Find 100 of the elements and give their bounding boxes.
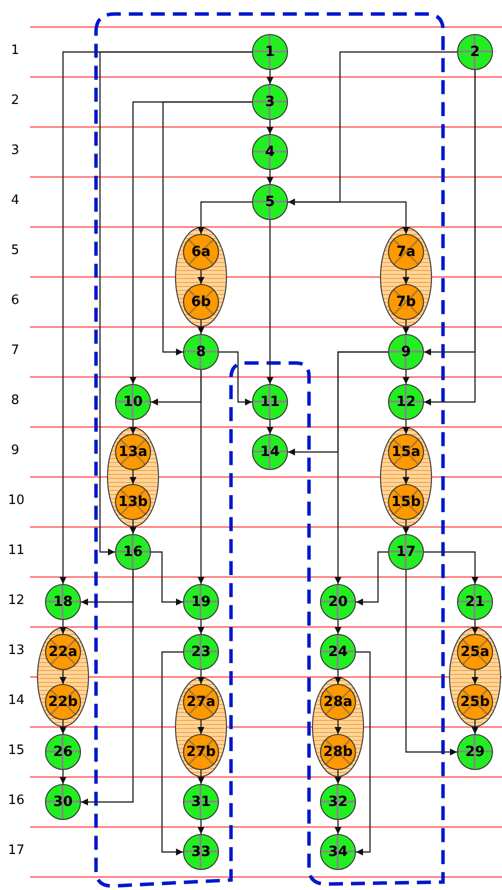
arrow — [266, 70, 274, 84]
subtask-circle: 13b — [115, 484, 151, 520]
arrow — [402, 420, 410, 434]
process-circle: 20 — [320, 584, 356, 620]
process-circle: 19 — [183, 584, 219, 620]
row-number: 12 — [8, 593, 25, 608]
arrow — [356, 651, 371, 856]
process-circle: 24 — [320, 634, 356, 670]
row-number: 15 — [8, 743, 25, 758]
subtask-circle: 27a — [183, 684, 219, 720]
arrow — [266, 220, 274, 384]
arrow — [472, 670, 478, 684]
arrow — [198, 620, 204, 634]
arrow — [161, 651, 183, 856]
process-circle: 32 — [320, 784, 356, 820]
row-number: 4 — [11, 193, 20, 208]
process-circle: 26 — [45, 734, 81, 770]
arrow — [334, 720, 342, 734]
arrow — [198, 670, 204, 684]
group-ellipse — [449, 627, 501, 727]
arrow — [402, 470, 410, 484]
arrow — [472, 720, 478, 734]
row-number: 1 — [11, 43, 20, 58]
subtask-circle: 6a — [183, 234, 219, 270]
row-number: 6 — [11, 293, 20, 308]
subtask-circle: 22a — [45, 634, 81, 670]
process-circle: 33 — [183, 834, 219, 870]
arrow — [219, 351, 252, 406]
arrow — [60, 620, 66, 634]
process-circle: 31 — [183, 784, 219, 820]
arrow — [81, 570, 134, 806]
group-ellipse — [380, 427, 432, 527]
process-circle: 10 — [115, 384, 151, 420]
process-circle: 18 — [45, 584, 81, 620]
arrow — [266, 420, 274, 434]
group-ellipse — [107, 427, 159, 527]
arrow — [402, 370, 410, 384]
subtask-circle: 22b — [45, 684, 81, 720]
arrow — [198, 320, 204, 334]
process-circle: 4 — [252, 134, 288, 170]
arrow — [402, 270, 410, 284]
arrow — [334, 820, 342, 834]
subtask-circle: 27b — [183, 734, 219, 770]
arrow — [99, 51, 252, 556]
group-ellipse — [175, 227, 227, 327]
row-number: 16 — [8, 793, 25, 808]
group-ellipse — [312, 677, 364, 777]
arrow — [266, 170, 274, 184]
row-number: 8 — [11, 393, 20, 408]
process-circle: 3 — [252, 84, 288, 120]
process-circle: 14 — [252, 434, 288, 470]
process-circle: 23 — [183, 634, 219, 670]
process-circle: 16 — [115, 534, 151, 570]
arrow — [198, 270, 204, 284]
arrow — [60, 670, 66, 684]
arrow — [288, 51, 457, 206]
row-number: 9 — [11, 443, 20, 458]
arrow — [402, 520, 410, 534]
arrow — [130, 520, 136, 534]
row-number: 17 — [8, 843, 25, 858]
arrow — [198, 370, 204, 584]
arrow — [356, 551, 388, 606]
row-number: 10 — [8, 493, 25, 508]
arrow — [198, 820, 204, 834]
subtask-circle: 28a — [320, 684, 356, 720]
process-circle: 21 — [457, 584, 493, 620]
row-number: 14 — [8, 693, 25, 708]
subtask-circle: 25a — [457, 634, 493, 670]
arrow — [402, 320, 410, 334]
arrow — [60, 720, 66, 734]
process-circle: 8 — [183, 334, 219, 370]
process-circle: 9 — [388, 334, 424, 370]
arrow — [198, 201, 252, 234]
arrow — [198, 770, 204, 784]
arrow — [334, 351, 388, 584]
row-number: 5 — [11, 243, 20, 258]
process-circle: 2 — [457, 34, 493, 70]
process-circle: 5 — [252, 184, 288, 220]
subtask-circle: 28b — [320, 734, 356, 770]
process-circle: 29 — [457, 734, 493, 770]
group-ellipse — [380, 227, 432, 327]
subtask-circle: 15a — [388, 434, 424, 470]
arrow — [151, 551, 183, 606]
arrow — [334, 620, 342, 634]
process-circle: 30 — [45, 784, 81, 820]
group-ellipse — [37, 627, 89, 727]
row-number: 2 — [11, 93, 20, 108]
row-number: 13 — [8, 643, 25, 658]
group-ellipse — [175, 677, 227, 777]
subtask-circle: 7b — [388, 284, 424, 320]
arrow — [472, 620, 478, 634]
subtask-circle: 6b — [183, 284, 219, 320]
process-circle: 11 — [252, 384, 288, 420]
arrow — [198, 720, 204, 734]
process-circle: 34 — [320, 834, 356, 870]
row-number: 7 — [11, 343, 20, 358]
subtask-circle: 25b — [457, 684, 493, 720]
process-circle: 17 — [388, 534, 424, 570]
arrow — [130, 470, 136, 484]
arrow — [405, 570, 457, 756]
